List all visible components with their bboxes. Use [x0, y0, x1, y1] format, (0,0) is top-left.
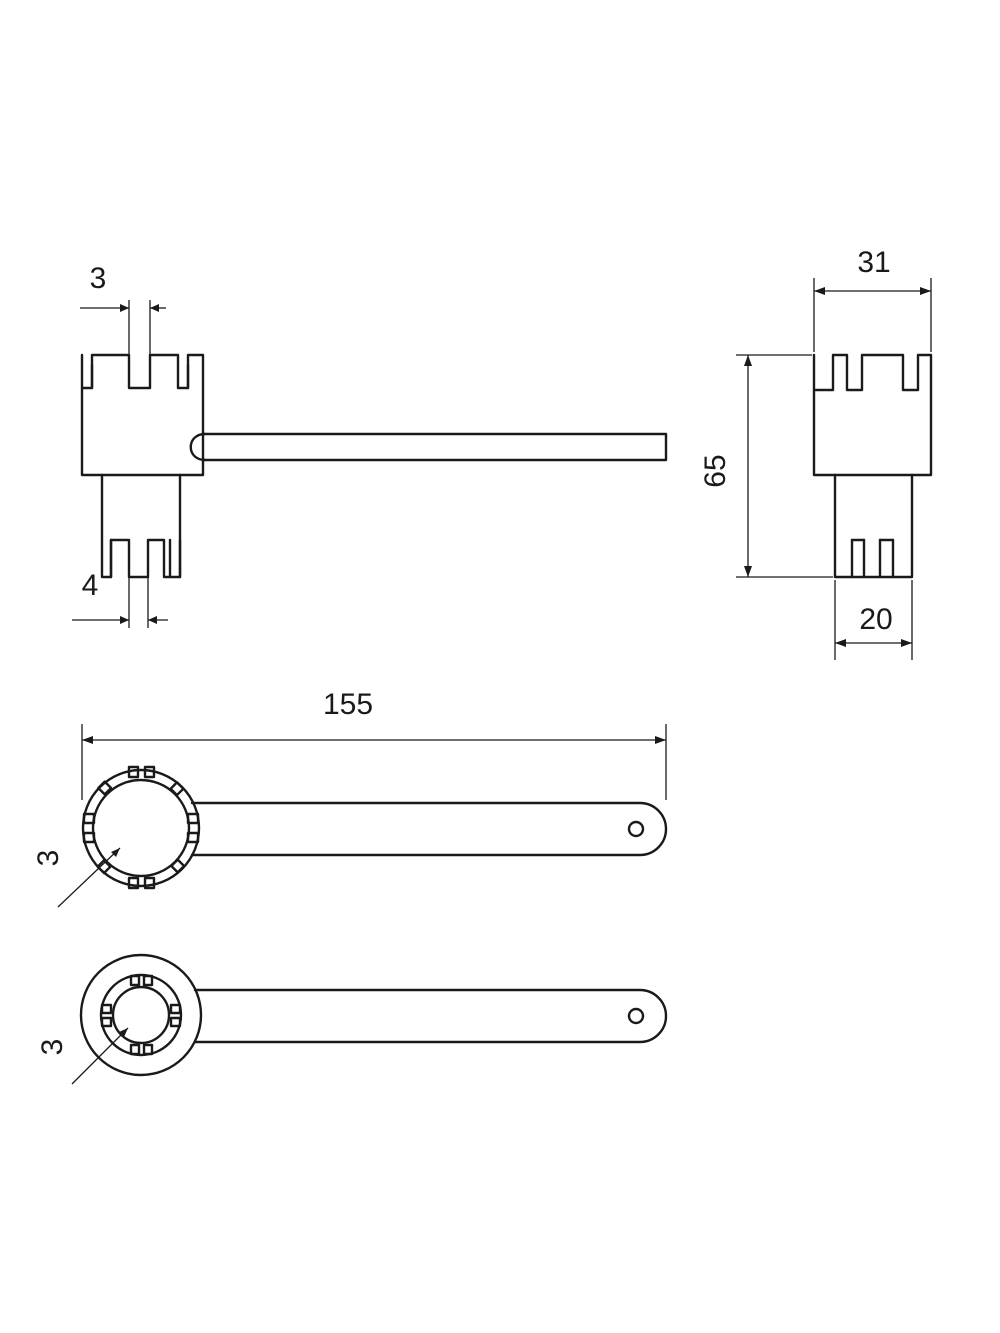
dim-plan-slot-large: 3	[32, 847, 121, 908]
front-view	[80, 353, 668, 579]
dim-overall-length: 155	[81, 688, 667, 800]
dim-side-width-top: 31	[813, 246, 932, 352]
dim-plan-slot-small: 3	[36, 1027, 129, 1085]
side-view	[812, 353, 933, 579]
dim-side-width-bottom: 20	[834, 580, 913, 660]
front-lower-head	[100, 473, 182, 579]
dim-plan-slot-small-label: 3	[36, 1039, 69, 1056]
front-upper-head	[80, 353, 205, 477]
dim-top-slot-label: 3	[90, 262, 107, 295]
plan-view-large-ring	[81, 765, 668, 890]
dim-bottom-slot-label: 4	[82, 569, 99, 602]
dim-side-height: 65	[699, 354, 833, 578]
dim-top-slot: 3	[80, 262, 166, 358]
dim-side-width-bottom-label: 20	[859, 603, 892, 636]
dim-bottom-slot: 4	[72, 569, 168, 628]
dim-overall-length-label: 155	[323, 688, 373, 721]
small-ring-notches	[100, 974, 182, 1056]
front-handle	[189, 432, 668, 462]
large-ring-notches	[82, 765, 200, 890]
dim-side-width-top-label: 31	[857, 246, 890, 279]
dim-side-height-label: 65	[699, 454, 732, 487]
plan-view-small-ring	[79, 953, 668, 1077]
dim-plan-slot-large-label: 3	[32, 850, 65, 867]
